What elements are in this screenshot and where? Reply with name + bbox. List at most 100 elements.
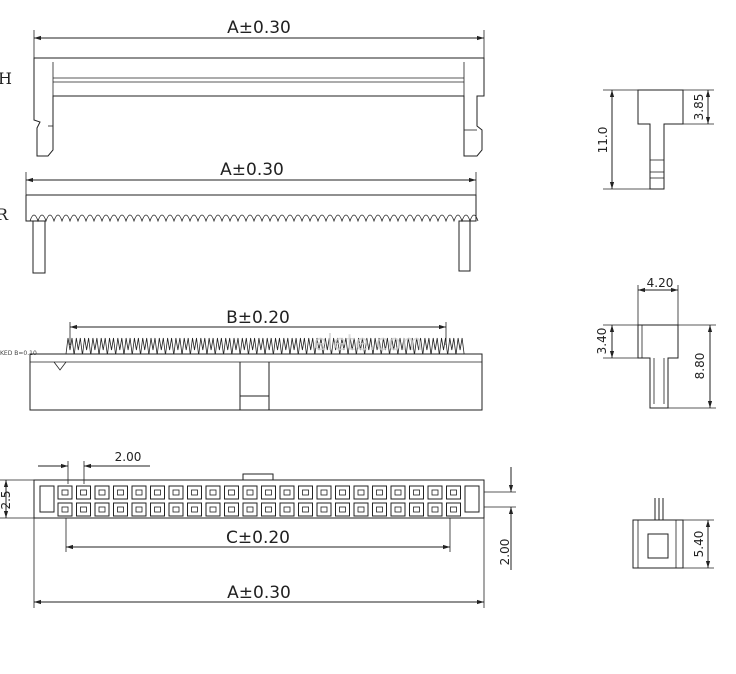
idc-pin: [281, 337, 291, 355]
contact-slot: [394, 489, 402, 496]
contact-slot: [135, 489, 143, 496]
contact-cell: [224, 502, 239, 517]
contact-slot: [172, 506, 180, 513]
contact-cell: [409, 485, 424, 500]
contact-slot: [98, 489, 106, 496]
idc-pin: [98, 337, 108, 355]
profile-middle: 4.20 3.40 8.80: [595, 276, 716, 409]
idc-pin: [298, 337, 307, 355]
contact-cell: [390, 485, 406, 500]
idc-pin: [314, 337, 324, 355]
idc-pin: [430, 337, 440, 355]
contact-cell: [316, 502, 332, 517]
front-view: B±0.20 KED B=0.10 elete.com: [0, 308, 483, 411]
contact-cell: [94, 502, 110, 517]
front-view-pins: [65, 337, 465, 355]
contact-slot: [209, 506, 217, 513]
contact-cell: [76, 502, 91, 517]
idc-pin: [65, 337, 75, 355]
idc-pin: [397, 337, 407, 355]
contact-slot: [98, 506, 106, 513]
contact-slot: [228, 489, 235, 496]
bottom-view-left-height: 2.5: [0, 490, 13, 509]
contact-cell: [113, 502, 128, 517]
front-view-pin-note: KED B=0.10: [0, 350, 37, 357]
contact-cell: [279, 485, 295, 500]
idc-pin: [331, 337, 340, 355]
contact-slot: [357, 489, 365, 496]
contact-cell: [390, 502, 406, 517]
idc-pin: [306, 337, 316, 355]
idc-pin: [239, 337, 249, 355]
idc-pin: [347, 337, 357, 355]
profile-mid-width: 4.20: [647, 276, 674, 290]
contact-slot: [339, 489, 346, 496]
contact-slot: [320, 506, 328, 513]
contact-slot: [191, 506, 198, 513]
contact-slot: [117, 506, 124, 513]
profile-mid-outline: [637, 324, 679, 409]
contact-cell: [372, 502, 387, 517]
contact-cell: [261, 485, 276, 500]
contact-cell: [353, 485, 369, 500]
contact-cell: [298, 502, 313, 517]
contact-cell: [94, 485, 110, 500]
contact-slot: [135, 506, 143, 513]
contact-cell: [205, 485, 221, 500]
bottom-view-dim-a: A±0.30: [227, 583, 291, 603]
idc-pin: [289, 337, 299, 355]
idc-pin: [339, 337, 349, 355]
contact-slot: [413, 506, 420, 513]
contact-slot: [376, 489, 383, 496]
profile-top-outline: [637, 89, 684, 190]
top-view-body: [33, 57, 485, 157]
contact-cell: [298, 485, 313, 500]
contact-slot: [154, 489, 161, 496]
contact-slot: [431, 506, 439, 513]
contact-cell: [335, 485, 350, 500]
idc-pin: [181, 337, 191, 355]
idc-pin: [414, 337, 423, 355]
contact-cell: [335, 502, 350, 517]
contact-slot: [80, 489, 87, 496]
profile-top-height: 11.0: [596, 127, 610, 154]
idc-pin: [389, 337, 399, 355]
profile-bottom-height: 5.40: [692, 531, 706, 558]
contact-cell: [242, 485, 258, 500]
idc-pin: [206, 337, 216, 355]
contact-slot: [376, 506, 383, 513]
bottom-view-dim-c: C±0.20: [226, 528, 290, 548]
contact-cell: [279, 502, 295, 517]
contact-slot: [80, 506, 87, 513]
idc-pin: [148, 337, 158, 355]
front-view-key: [239, 362, 270, 410]
contact-slot: [61, 489, 69, 496]
idc-pin: [215, 337, 224, 355]
contact-cell: [187, 485, 202, 500]
idc-pin: [190, 337, 199, 355]
contact-slot: [357, 506, 365, 513]
side-view-edge-letter: R: [0, 205, 9, 224]
bottom-view-polarity-key: [242, 473, 274, 481]
side-view-serration: [29, 214, 479, 223]
idc-pin: [372, 337, 382, 355]
contact-cell: [168, 485, 184, 500]
contact-cell: [113, 485, 128, 500]
side-view: R A±0.30: [0, 160, 479, 274]
idc-pin: [115, 337, 125, 355]
contact-slot: [228, 506, 235, 513]
contact-cell: [131, 502, 147, 517]
idc-pin: [198, 337, 208, 355]
bottom-view-right-latch: [464, 485, 480, 513]
idc-pin: [223, 337, 233, 355]
contact-cell: [372, 485, 387, 500]
bottom-view: 2.00 2.5 2.00 C±0.20 A±0.30: [0, 450, 516, 608]
contact-cell: [353, 502, 369, 517]
contact-slot: [302, 489, 309, 496]
contact-cell: [76, 485, 91, 500]
idc-pin: [381, 337, 390, 355]
idc-pin: [165, 337, 174, 355]
idc-pin: [405, 337, 415, 355]
contact-cell: [57, 502, 73, 517]
